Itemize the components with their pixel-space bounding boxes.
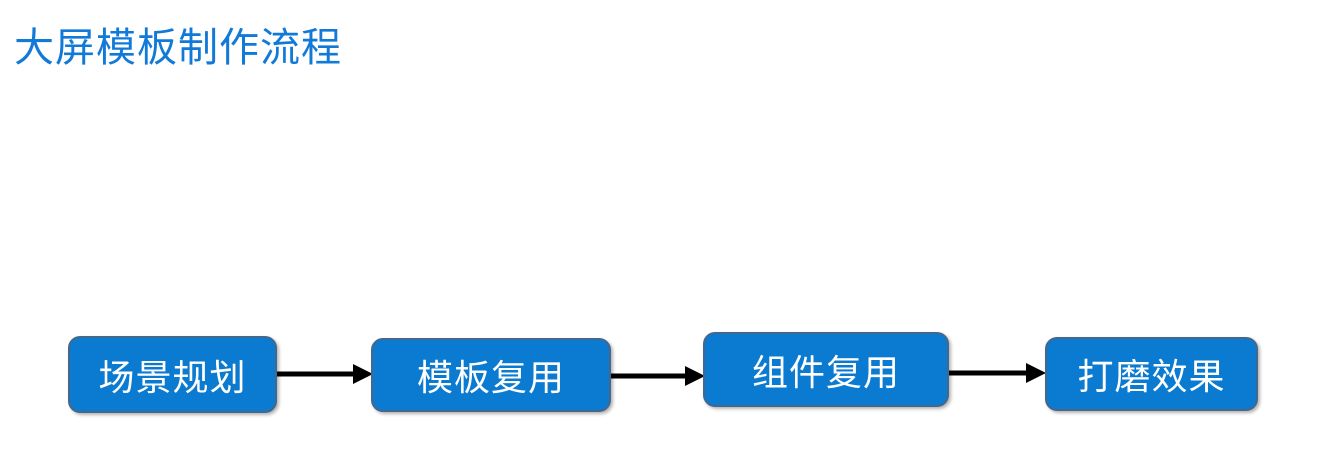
flow-arrow-3-icon: [949, 363, 1046, 383]
flow-step-label: 打磨效果: [1077, 356, 1226, 397]
flow-step-scene-planning: 场景规划: [68, 336, 277, 413]
flow-step-polish-effects: 打磨效果: [1045, 337, 1258, 411]
flow-arrow-2-icon: [611, 366, 705, 386]
page-title: 大屏模板制作流程: [14, 26, 342, 70]
flow-step-component-reuse: 组件复用: [703, 332, 949, 407]
flow-step-template-reuse: 模板复用: [371, 338, 611, 412]
flow-step-label: 组件复用: [751, 351, 900, 393]
flow-step-label: 模板复用: [416, 357, 565, 398]
flow-arrow-1-icon: [277, 364, 373, 384]
flow-step-label: 场景规划: [98, 356, 247, 398]
